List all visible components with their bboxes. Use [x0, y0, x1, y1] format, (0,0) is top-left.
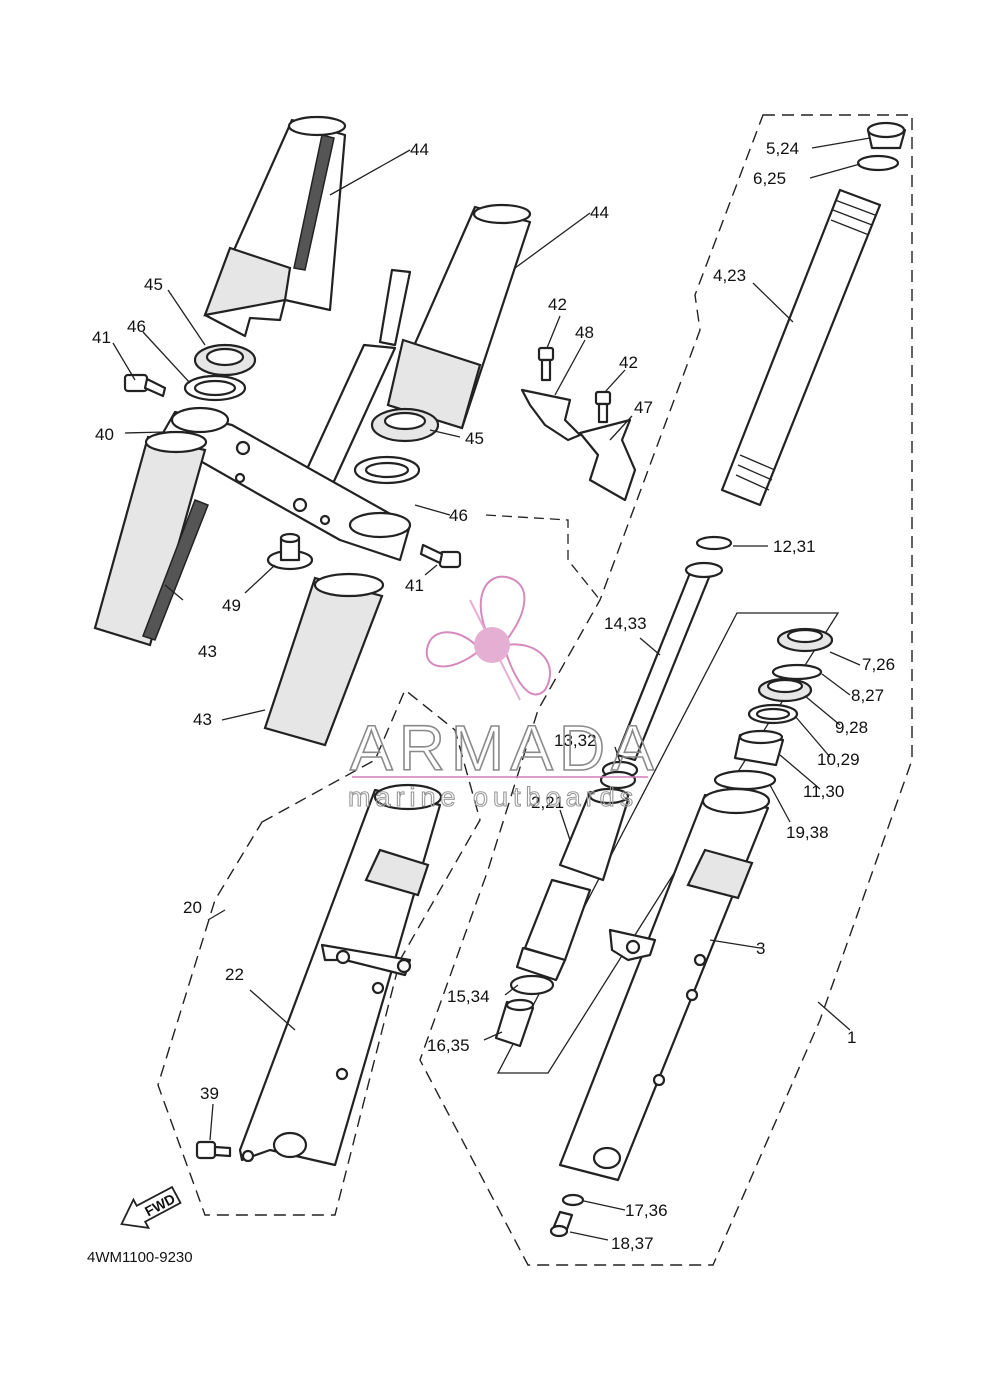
label-10-29: 10,29: [817, 750, 860, 769]
label-3: 3: [756, 939, 765, 958]
label-17-36: 17,36: [625, 1201, 668, 1220]
lower-cover-right: [263, 572, 385, 747]
upper-cover-right: [386, 203, 532, 430]
label-12-31: 12,31: [773, 537, 816, 556]
label-43-left: 43: [198, 642, 217, 661]
oil-seal: [757, 677, 813, 703]
watermark-brand: ARMADA: [350, 712, 660, 784]
outer-tube-right: [558, 787, 771, 1182]
label-42-right: 42: [619, 353, 638, 372]
collar-49: [266, 532, 314, 571]
assembly-1-boundary: [419, 114, 913, 1266]
label-42-left: 42: [548, 295, 567, 314]
label-45-right: 45: [465, 429, 484, 448]
outer-tube-left: [238, 783, 443, 1167]
label-5-24: 5,24: [766, 139, 799, 158]
lower-cover-left: [93, 430, 209, 647]
fork-spring: [720, 188, 882, 507]
label-41-left: 41: [92, 328, 111, 347]
bracket-48: [520, 388, 582, 442]
watermark-tagline: marine outboards: [348, 782, 638, 812]
fwd-arrow: FWD: [120, 1185, 182, 1230]
leader-lines: [112, 137, 871, 1241]
washer-right: [353, 455, 421, 485]
catalog-code: 4WM1100-9230: [87, 1249, 193, 1266]
slide-metal: [733, 729, 785, 767]
inner-parts-boundary: [485, 514, 601, 601]
o-ring-cap: [856, 154, 900, 172]
oil-seal-right: [370, 407, 440, 443]
label-48: 48: [575, 323, 594, 342]
label-18-37: 18,37: [611, 1234, 654, 1253]
armada-logo-icon: [425, 575, 551, 701]
under-bracket: [158, 406, 412, 562]
label-41-right: 41: [405, 576, 424, 595]
bolt-41-left: [123, 373, 167, 398]
o-ring-19: [713, 769, 777, 791]
label-15-34: 15,34: [447, 987, 490, 1006]
piston-ring: [695, 535, 733, 551]
collar-15: [509, 974, 555, 996]
upper-cover-left: [203, 115, 347, 338]
collar-16: [494, 998, 535, 1048]
label-13-32: 13,32: [554, 731, 597, 750]
label-11-30: 11,30: [803, 782, 844, 801]
label-49: 49: [222, 596, 241, 615]
label-8-27: 8,27: [851, 686, 884, 705]
label-19-38: 19,38: [786, 823, 829, 842]
label-44-right: 44: [590, 203, 609, 222]
oil-lock-piece: [558, 787, 630, 882]
label-47: 47: [634, 398, 653, 417]
damper-rod: [615, 561, 724, 762]
label-43-right: 43: [193, 710, 212, 729]
part-labels: 44 44 45 46 41 40 45 46 41 49 43 43 42 4…: [92, 139, 895, 1253]
label-20: 20: [183, 898, 202, 917]
label-6-25: 6,25: [753, 169, 786, 188]
dust-seal: [776, 627, 834, 653]
bolt-41-right: [419, 543, 462, 569]
washer-left: [183, 374, 247, 402]
label-7-26: 7,26: [862, 655, 895, 674]
label-39: 39: [200, 1084, 219, 1103]
oil-seal-clip: [771, 663, 823, 681]
label-46-left: 46: [127, 317, 146, 336]
washer-10: [747, 703, 799, 725]
bracket-47: [578, 418, 637, 502]
label-45-left: 45: [144, 275, 163, 294]
label-40: 40: [95, 425, 114, 444]
inner-tube-lower: [515, 878, 592, 982]
label-4-23: 4,23: [713, 266, 746, 285]
drain-bolt: [549, 1210, 574, 1238]
label-2-21: 2,21: [531, 793, 564, 812]
cap-bolt: [866, 121, 907, 150]
bolt-42-right: [594, 390, 612, 424]
label-9-28: 9,28: [835, 718, 868, 737]
axle-bolt-39: [195, 1140, 232, 1160]
label-46-right: 46: [449, 506, 468, 525]
label-16-35: 16,35: [427, 1036, 470, 1055]
label-44-left: 44: [410, 140, 429, 159]
oil-seal-left: [193, 343, 257, 377]
label-14-33: 14,33: [604, 614, 647, 633]
label-1: 1: [847, 1028, 856, 1047]
label-22: 22: [225, 965, 244, 984]
bolt-42-left: [537, 346, 555, 382]
drain-washer: [561, 1193, 585, 1207]
